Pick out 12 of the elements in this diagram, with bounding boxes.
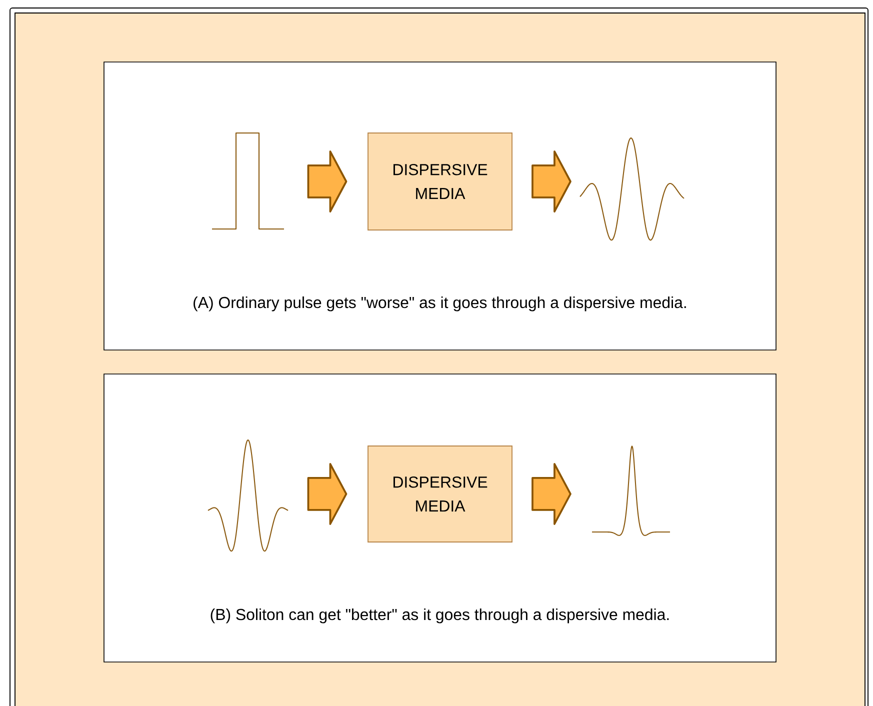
waveform-drawing: [208, 439, 288, 552]
block-arrow: [307, 150, 348, 212]
waveform-drawing: [212, 132, 284, 230]
panel-label: (B) Soliton can get "better" as it goes through a dispersive media.: [210, 608, 669, 624]
block-arrow: [307, 463, 348, 525]
block-arrow: [532, 150, 572, 212]
block-arrow: [532, 463, 572, 525]
waveform-drawing: [592, 446, 670, 536]
process-box: DISPERSIVE MEDIA: [368, 132, 512, 230]
panel-label: (A) Ordinary pulse gets "worse" as it goes through a dispersive media.: [194, 296, 686, 312]
waveform-drawing: [580, 138, 684, 241]
process-box: DISPERSIVE MEDIA: [368, 446, 512, 542]
